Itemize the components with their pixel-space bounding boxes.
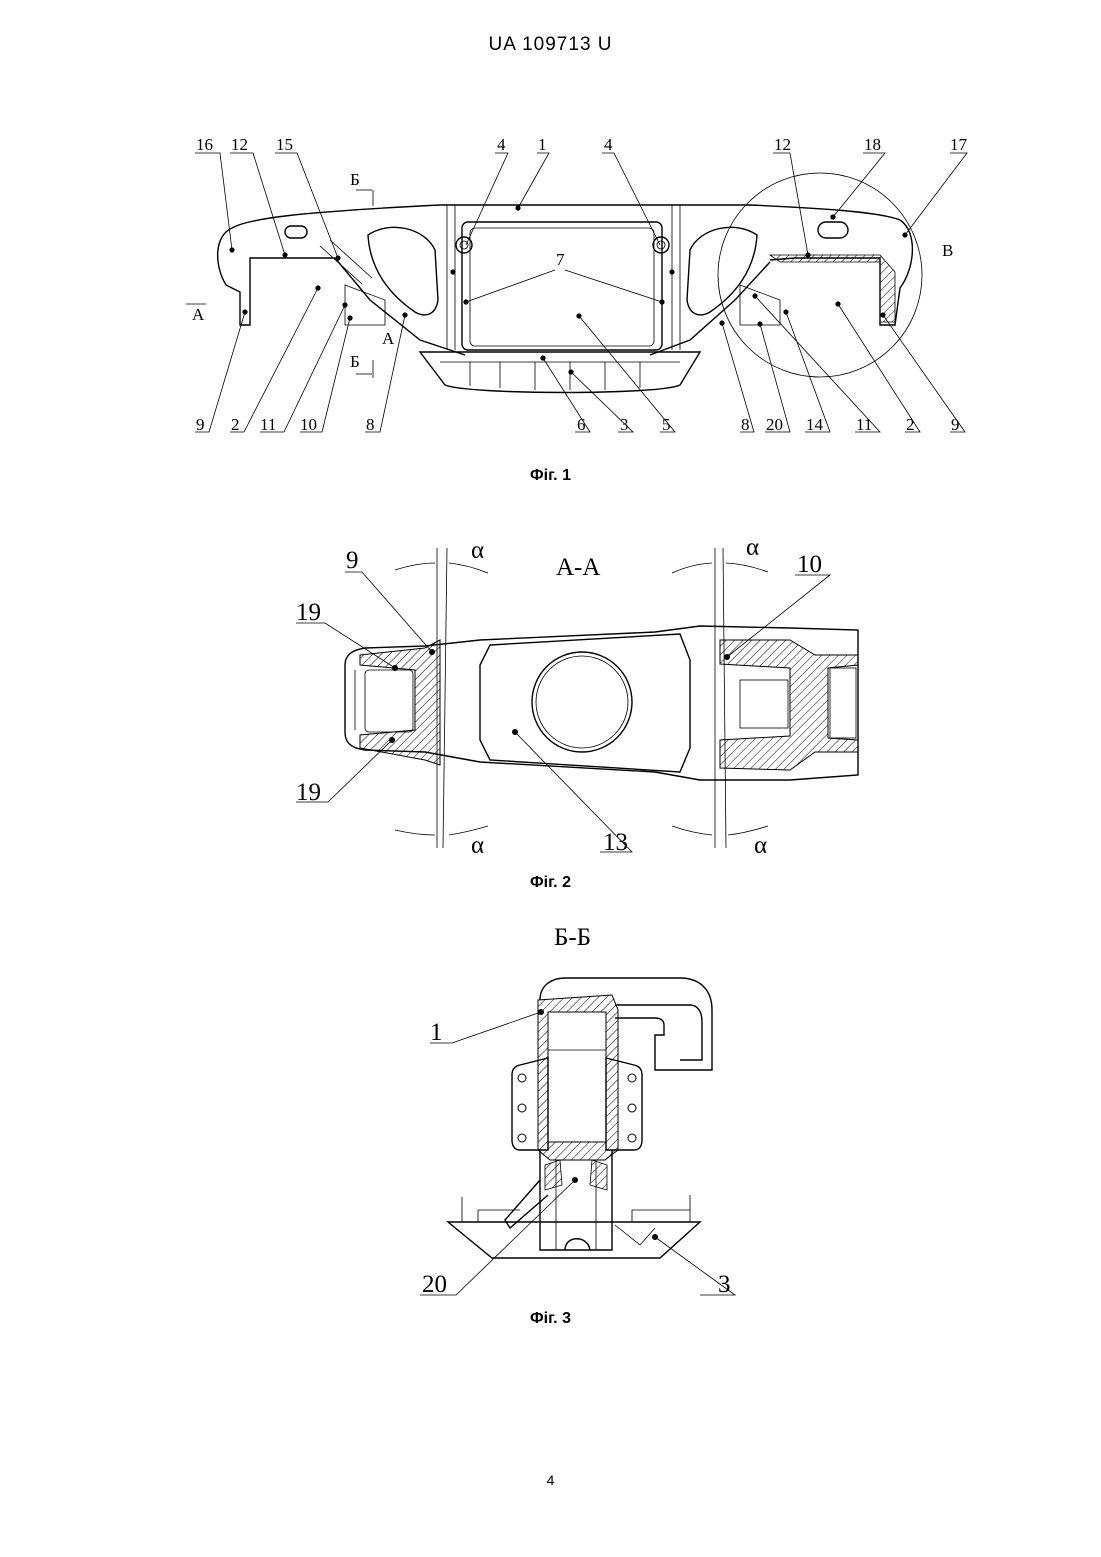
fig3-drawing: Б-Б xyxy=(420,924,735,1298)
fig1-label-18: 18 xyxy=(864,135,881,154)
fig1-label-12-left: 12 xyxy=(231,135,248,154)
fig1-label-12-right: 12 xyxy=(774,135,791,154)
fig1-section-a-mid: А xyxy=(382,329,395,348)
fig1-label-14: 14 xyxy=(806,415,824,434)
fig1-section-b-top: Б xyxy=(350,170,360,189)
fig1-label-2-right: 2 xyxy=(906,415,915,434)
fig3-caption: Фіг. 3 xyxy=(0,1310,1101,1328)
fig1-label-4-left: 4 xyxy=(497,135,506,154)
fig1-label-16: 16 xyxy=(196,135,213,154)
fig2-alpha-top-left: α xyxy=(471,537,484,564)
fig2-label-13: 13 xyxy=(603,829,628,856)
fig2-caption: Фіг. 2 xyxy=(0,874,1101,892)
fig1-label-15: 15 xyxy=(276,135,293,154)
fig1-label-10: 10 xyxy=(300,415,317,434)
fig2-label-9: 9 xyxy=(346,547,359,574)
fig3-label-3: 3 xyxy=(718,1271,731,1298)
fig2-label-19-bottom: 19 xyxy=(296,779,321,806)
fig1-label-7: 7 xyxy=(556,250,565,269)
fig1-label-8-right: 8 xyxy=(741,415,750,434)
fig1-label-6: 6 xyxy=(577,415,586,434)
fig1-label-17: 17 xyxy=(950,135,968,154)
fig1-label-1: 1 xyxy=(538,135,547,154)
fig1-section-a-left: А xyxy=(192,305,205,324)
fig1-detail-v: В xyxy=(942,241,953,260)
fig1-label-9-right: 9 xyxy=(951,415,960,434)
fig1-label-11-left: 11 xyxy=(260,415,276,434)
fig1-label-20: 20 xyxy=(766,415,783,434)
fig1-label-2-left: 2 xyxy=(231,415,240,434)
fig2-label-19-top: 19 xyxy=(296,599,321,626)
fig3-section-title: Б-Б xyxy=(554,924,591,951)
fig1-caption: Фіг. 1 xyxy=(0,467,1101,485)
fig2-alpha-top-right: α xyxy=(746,534,759,561)
fig2-drawing: А-А 9 19 19 10 13 α α α α xyxy=(296,534,858,859)
page-number: 4 xyxy=(0,1472,1101,1488)
fig1-section-b-bottom: Б xyxy=(350,352,360,371)
fig3-label-20: 20 xyxy=(422,1271,447,1298)
fig2-label-10: 10 xyxy=(797,551,822,578)
fig3-label-1: 1 xyxy=(430,1019,443,1046)
fig1-label-5: 5 xyxy=(662,415,671,434)
fig1-label-9-left: 9 xyxy=(196,415,205,434)
fig2-alpha-bottom-left: α xyxy=(471,832,484,859)
fig1-label-3: 3 xyxy=(620,415,629,434)
fig1-drawing: 16 12 15 4 1 4 12 18 17 9 2 11 10 8 6 3 … xyxy=(186,135,968,434)
fig2-section-title: А-А xyxy=(556,554,600,581)
fig1-label-4-right: 4 xyxy=(604,135,613,154)
fig2-alpha-bottom-right: α xyxy=(754,832,767,859)
fig1-label-8-left: 8 xyxy=(366,415,375,434)
fig1-label-11-right: 11 xyxy=(856,415,872,434)
